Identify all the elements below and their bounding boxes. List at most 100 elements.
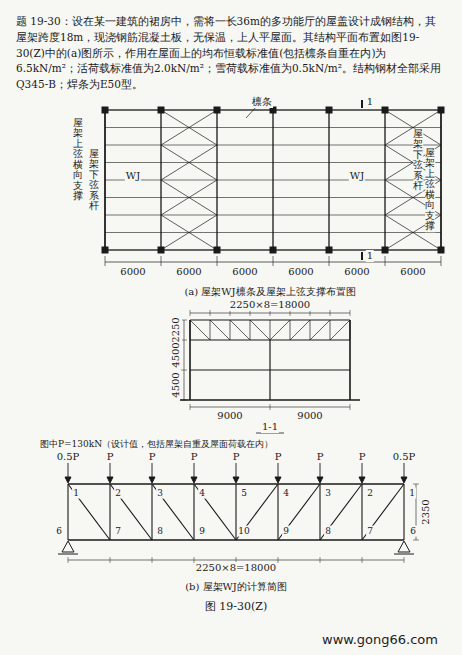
stroke <box>181 400 187 401</box>
load-label: 0.5P <box>392 451 417 463</box>
node-number: 4 <box>198 488 206 499</box>
stroke <box>161 180 217 215</box>
dimension: 6000 <box>231 266 258 278</box>
stroke <box>404 557 405 563</box>
node-number: 2 <box>114 488 122 499</box>
stroke <box>190 320 191 340</box>
stroke <box>350 404 351 410</box>
stroke <box>330 320 350 340</box>
stroke <box>161 256 162 266</box>
dimension: 6000 <box>343 266 370 278</box>
load-arrowhead <box>359 477 365 483</box>
stroke <box>250 320 270 340</box>
stroke <box>413 540 419 541</box>
column <box>102 107 108 113</box>
node-number: 5 <box>240 488 248 499</box>
column <box>270 247 276 253</box>
node-number: 10 <box>237 526 250 537</box>
load-label: P <box>190 451 199 463</box>
node-number: 8 <box>324 526 332 537</box>
load-label: P <box>148 451 157 463</box>
stroke <box>194 484 236 540</box>
load-arrowhead <box>65 477 71 483</box>
dimension: 6000 <box>287 266 314 278</box>
stroke <box>217 256 218 266</box>
stroke <box>152 557 153 563</box>
stroke <box>329 256 330 266</box>
section-title: 1-1 <box>261 421 279 433</box>
column <box>326 247 332 253</box>
stroke <box>210 310 211 316</box>
subfigure-caption: (b) 屋架WJ的计算简图 <box>184 581 288 593</box>
stroke <box>110 484 152 540</box>
stroke <box>152 484 194 540</box>
stroke <box>161 145 217 180</box>
stroke <box>68 463 69 478</box>
plan-view <box>102 100 444 266</box>
node-number: 9 <box>198 526 206 537</box>
stroke <box>161 180 217 215</box>
stroke <box>270 404 271 410</box>
stroke <box>270 320 290 340</box>
truss-mark: WJ <box>349 170 365 182</box>
stroke <box>161 215 217 250</box>
stroke <box>278 463 279 478</box>
stroke <box>151 484 152 540</box>
stroke <box>362 484 404 540</box>
stroke <box>290 320 310 340</box>
stroke <box>110 463 111 478</box>
stroke <box>105 145 441 146</box>
stroke <box>441 256 442 266</box>
stroke <box>320 484 362 540</box>
node-number: 3 <box>324 488 332 499</box>
stroke <box>330 320 331 340</box>
dimension: 2250×8=18000 <box>229 299 311 311</box>
stroke <box>320 463 321 478</box>
dimension: 4500 <box>170 341 182 368</box>
node-number: 3 <box>156 488 164 499</box>
stroke <box>236 463 237 478</box>
dimension: 2350 <box>420 498 432 525</box>
load-label: 0.5P <box>56 451 81 463</box>
stroke <box>330 310 331 316</box>
stroke <box>403 484 404 540</box>
stroke <box>152 463 153 478</box>
load-arrowhead <box>401 477 407 483</box>
load-arrowhead <box>149 477 155 483</box>
dimension: 2250 <box>170 316 182 343</box>
stroke <box>230 320 250 340</box>
stroke <box>105 197 441 198</box>
load-arrowhead <box>191 477 197 483</box>
stroke <box>161 215 217 250</box>
load-arrowhead <box>233 477 239 483</box>
stroke <box>413 484 419 485</box>
stroke <box>68 557 69 563</box>
stroke <box>68 484 110 540</box>
brace-note: 屋架上弦横向支撑 <box>425 148 435 232</box>
stroke <box>105 215 441 216</box>
load-label: P <box>274 451 283 463</box>
stroke <box>190 310 191 316</box>
stroke <box>161 110 217 145</box>
node-number: 8 <box>156 526 164 537</box>
stroke <box>190 320 210 340</box>
stroke <box>105 232 441 233</box>
dimension: 6000 <box>399 266 426 278</box>
truss-diagram <box>58 463 419 563</box>
stroke <box>105 180 441 181</box>
node-number: 6 <box>409 526 417 537</box>
stroke <box>105 256 106 266</box>
section-mark: 1 <box>366 250 374 262</box>
figure-caption: 图 19-30(Z) <box>204 600 268 613</box>
subfigure-caption: (a) 屋架WJ檩条及屋架上弦支撑布置图 <box>183 286 356 298</box>
dimension: 2250×8=18000 <box>195 562 277 574</box>
stroke <box>310 320 311 340</box>
dimension: 4500 <box>170 371 182 398</box>
node-number: 1 <box>408 488 416 499</box>
stroke <box>210 320 211 340</box>
stroke <box>105 162 441 163</box>
stroke <box>236 484 278 540</box>
stroke <box>194 463 195 478</box>
